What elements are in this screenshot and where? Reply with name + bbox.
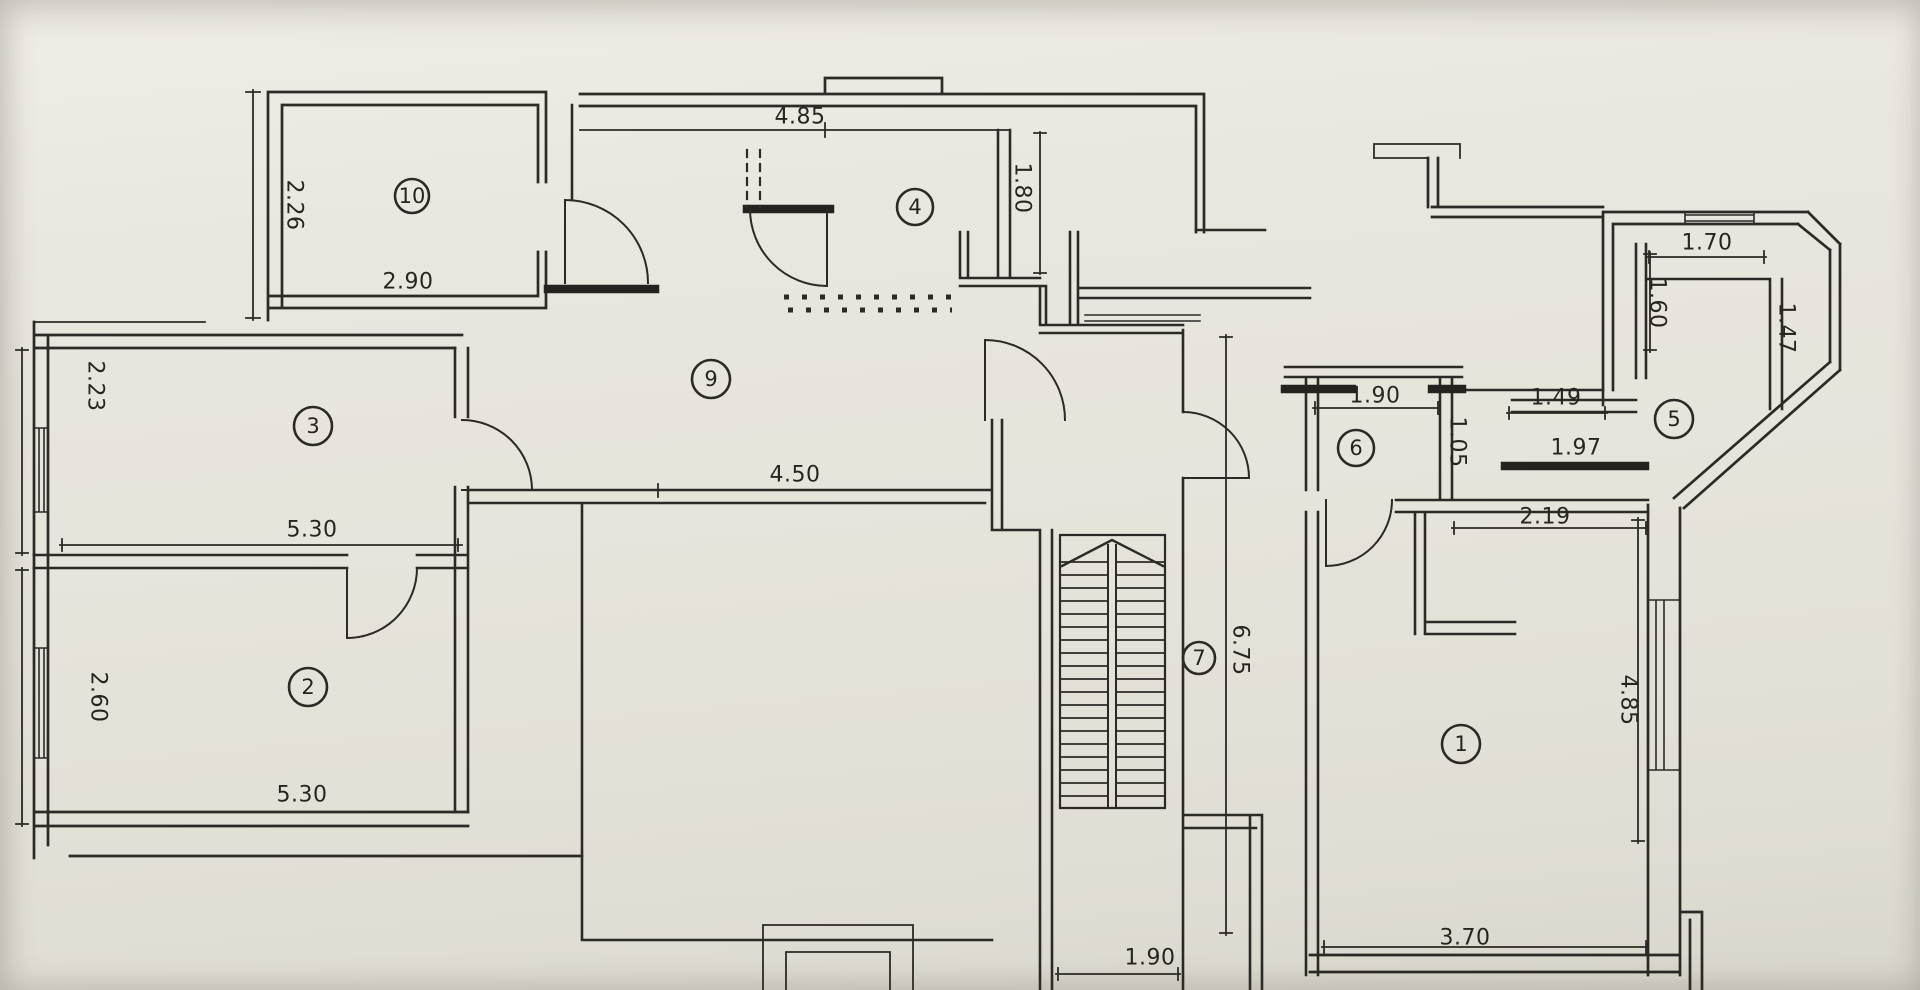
dim-4.50: 4.50 [770, 463, 821, 488]
stair-rails [1107, 544, 1117, 809]
room-label-4: 4 [895, 187, 935, 227]
room-number: 4 [908, 195, 921, 219]
room-number: 7 [1192, 646, 1205, 670]
door-arc-room3 [460, 418, 534, 492]
room-number: 9 [704, 367, 717, 391]
dim-4.85-top: 4.85 [775, 105, 826, 130]
interior-walls [32, 103, 1784, 990]
dim-5.30-room3: 5.30 [287, 518, 338, 543]
dim-1.05: 1.05 [1445, 417, 1470, 468]
dim-2.90: 2.90 [383, 270, 434, 295]
staircase [1058, 533, 1167, 810]
dim-2.60: 2.60 [86, 672, 111, 723]
room-label-1: 1 [1440, 723, 1482, 765]
dim-1.97: 1.97 [1551, 436, 1602, 461]
dim-1.49: 1.49 [1531, 386, 1582, 411]
room-number: 10 [399, 184, 426, 208]
dim-1.80: 1.80 [1010, 163, 1035, 214]
dimension-lines [15, 89, 1767, 990]
room-label-10: 10 [393, 177, 431, 215]
dim-3.70: 3.70 [1440, 926, 1491, 951]
room-number: 1 [1454, 732, 1467, 756]
door-arc-room4 [748, 207, 829, 288]
dashed-wall [745, 148, 762, 209]
room-label-5: 5 [1653, 398, 1695, 440]
dim-2.19: 2.19 [1520, 505, 1571, 530]
room-number: 3 [306, 414, 319, 438]
stair-outline [1058, 533, 1167, 810]
stair-arrow [1060, 538, 1165, 568]
room-label-2: 2 [287, 666, 329, 708]
door-arc-room10 [563, 198, 650, 285]
door-arc-corridor-lobby [1181, 410, 1251, 480]
room-number: 2 [301, 675, 314, 699]
dim-1.47: 1.47 [1774, 303, 1799, 354]
room-labels: 1 2 3 4 5 6 7 [287, 177, 1695, 765]
dim-1.90-room6: 1.90 [1350, 384, 1401, 409]
dim-1.60: 1.60 [1645, 278, 1670, 329]
dim-6.75: 6.75 [1228, 625, 1253, 676]
dim-2.26: 2.26 [282, 180, 307, 231]
dim-2.23: 2.23 [83, 361, 108, 412]
dim-4.85-right: 4.85 [1616, 675, 1641, 726]
room-label-3: 3 [292, 405, 334, 447]
doors [345, 198, 1394, 640]
door-arc-room1 [1324, 498, 1394, 568]
room-label-7: 7 [1181, 640, 1217, 676]
exterior-walls [32, 76, 1842, 990]
dim-1.70: 1.70 [1682, 231, 1733, 256]
thick-walls [543, 204, 1650, 471]
room-number: 6 [1349, 436, 1362, 460]
room-label-6: 6 [1336, 428, 1376, 468]
door-arc-room2 [345, 566, 419, 640]
room-label-9: 9 [690, 358, 732, 400]
dim-1.90-bottom: 1.90 [1125, 946, 1176, 971]
dimension-labels: 2.26 2.90 4.85 1.80 2.23 5.30 4.50 2.60 … [83, 105, 1799, 971]
door-arc-hall-corridor [983, 338, 1067, 422]
room-number: 5 [1667, 407, 1680, 431]
dim-5.30-room2: 5.30 [277, 783, 328, 808]
stair-treads [1059, 561, 1166, 797]
window-lines [33, 211, 1755, 771]
dotted-passage [784, 294, 952, 313]
